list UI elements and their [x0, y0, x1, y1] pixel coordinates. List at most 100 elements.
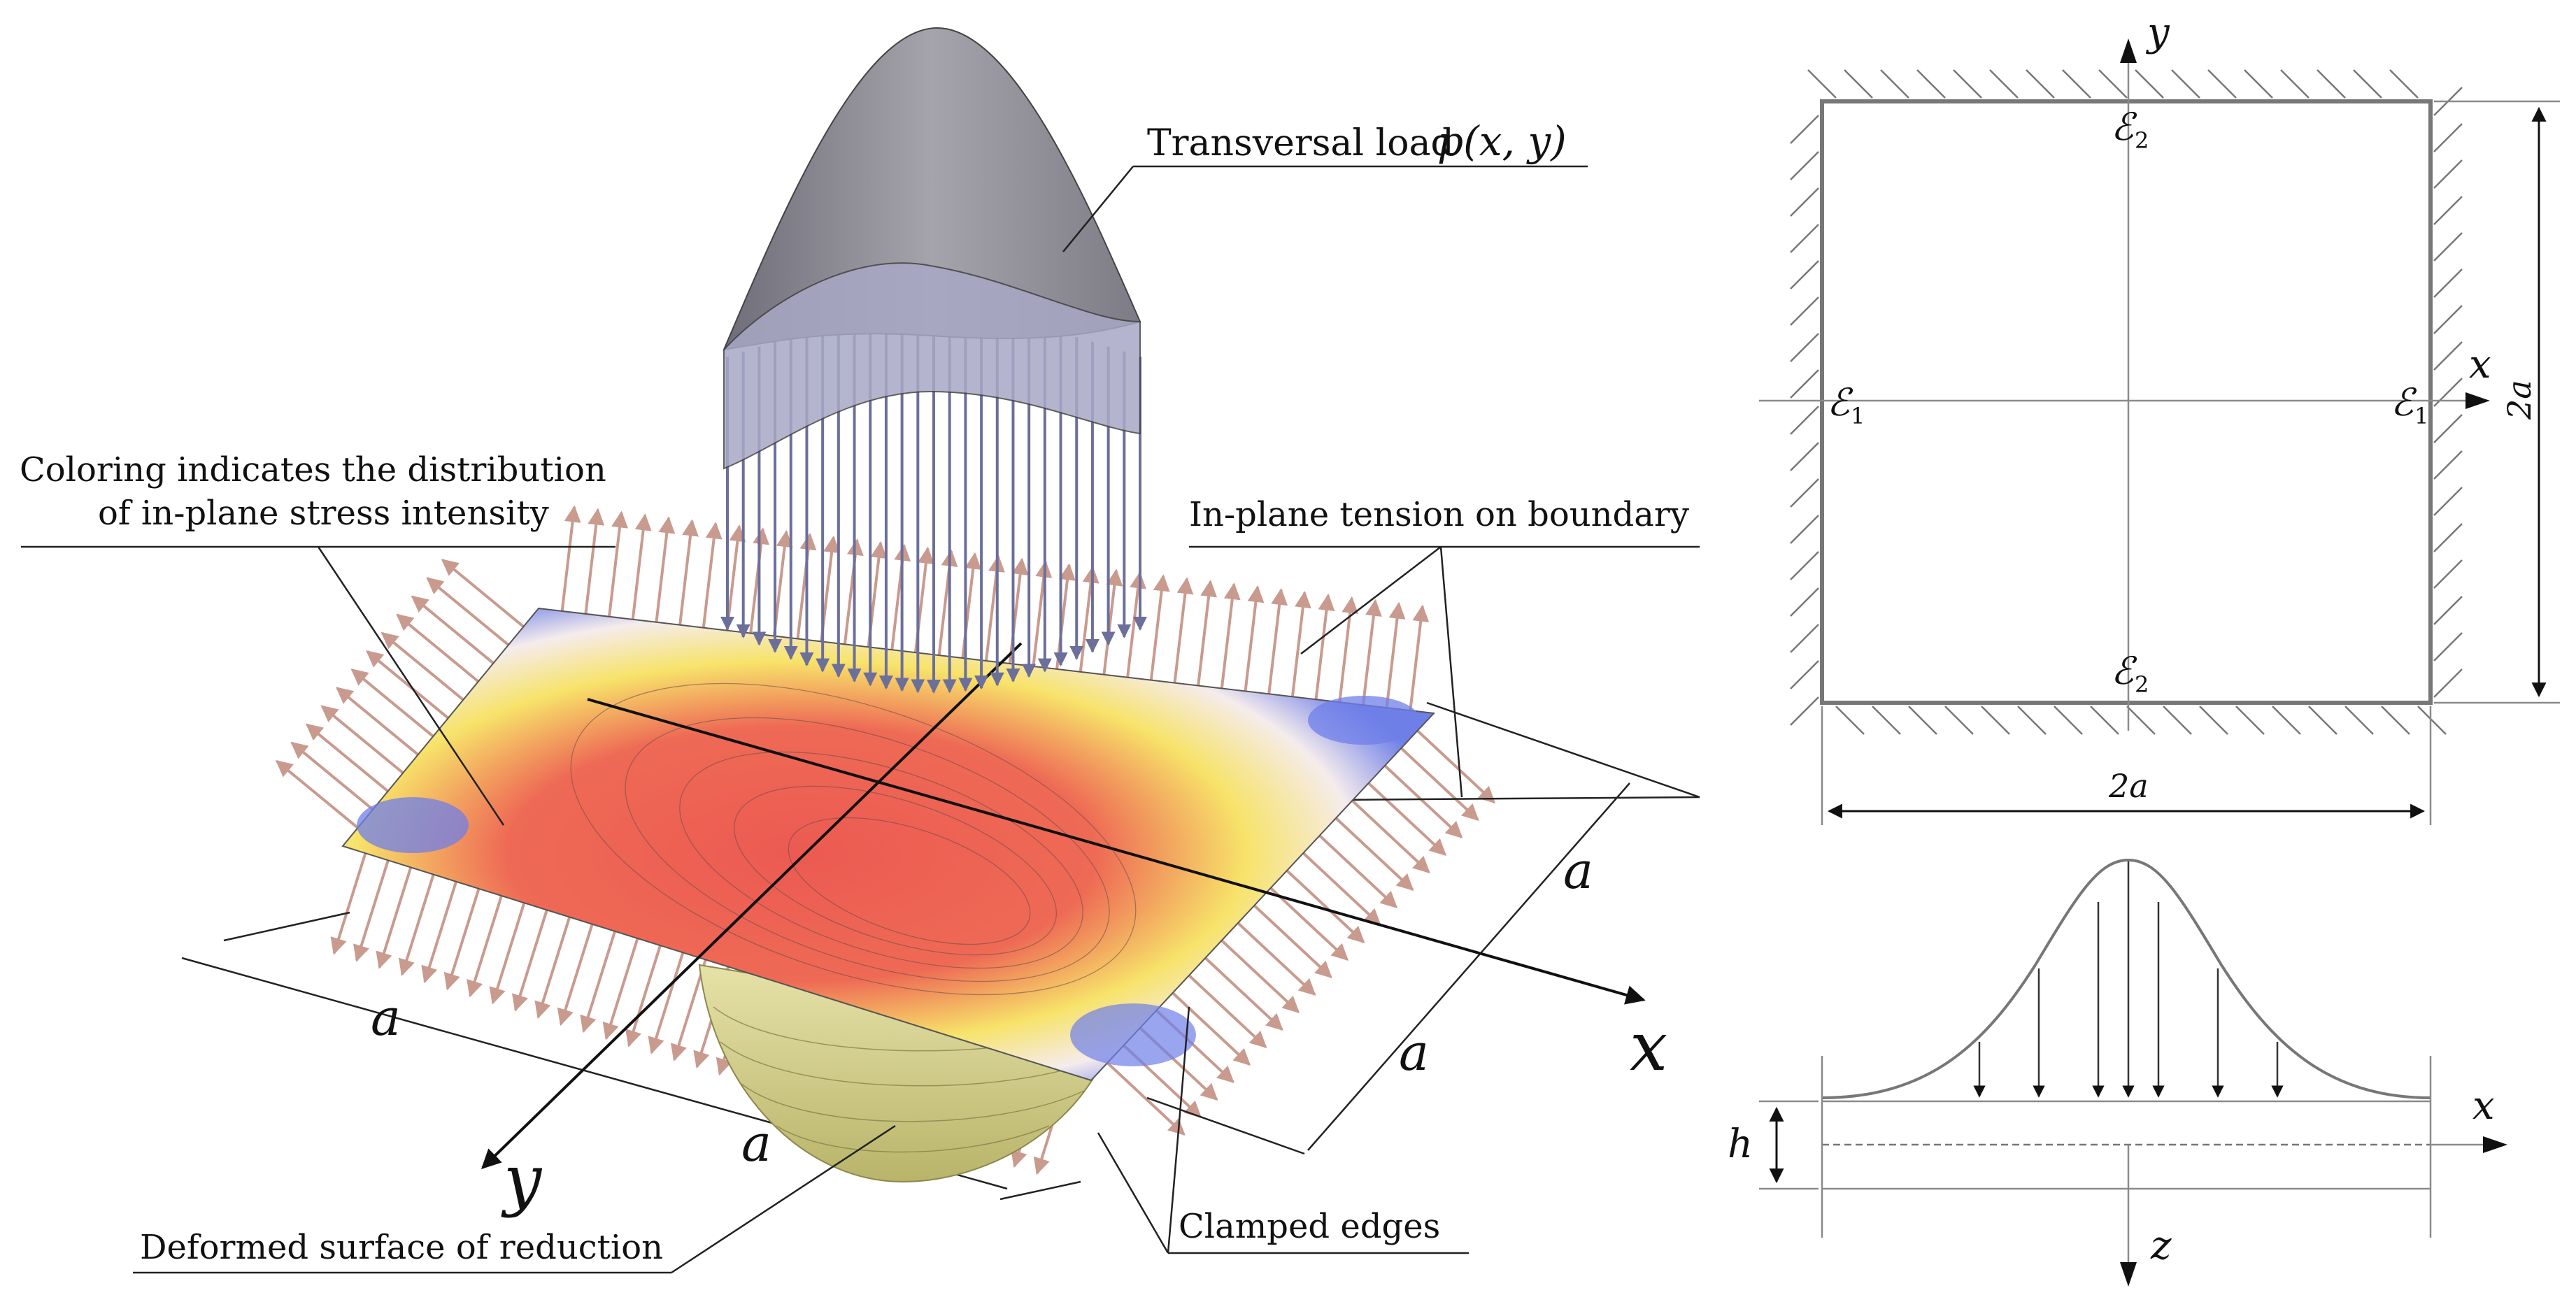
tension-arrow: [489, 902, 526, 1005]
tension-arrow: [1173, 577, 1194, 683]
tension-arrow: [749, 527, 770, 634]
hatch-line: [1790, 115, 1819, 144]
hatch-line: [1790, 151, 1819, 180]
plate-axis-y: [481, 642, 1023, 1169]
tension-arrow: [1102, 568, 1123, 675]
svg-text:ℰ: ℰ: [2111, 649, 2137, 693]
tension-arrow: [557, 924, 594, 1026]
svg-text:ℰ: ℰ: [1827, 380, 1853, 424]
tension-arrow: [1244, 585, 1265, 692]
tension-arrow: [1338, 596, 1359, 703]
hatch-line: [1844, 69, 1873, 99]
plate-axis-x: [587, 698, 1646, 1005]
tension-arrow: [320, 705, 404, 774]
epsilon-right: ℰ 1: [2391, 380, 2428, 429]
tension-arrow: [602, 938, 639, 1040]
svg-text:ℰ: ℰ: [2111, 105, 2137, 149]
hatch-line: [1790, 224, 1819, 253]
epsilon-top: ℰ 2: [2111, 105, 2149, 154]
thickness-label: h: [1728, 1122, 1753, 1167]
tension-arrow: [350, 668, 434, 738]
hatch-line: [1953, 69, 1982, 99]
tension-arrow: [1385, 601, 1406, 708]
tension-arrow: [426, 577, 510, 646]
hatch-line: [2163, 706, 2192, 735]
hatch-line: [2207, 69, 2237, 99]
tension-arrow: [1302, 852, 1381, 926]
hatch-line: [2244, 69, 2273, 99]
tension-arrow: [376, 866, 413, 969]
hatch-line: [1790, 515, 1819, 544]
axis-y-label-top: y: [2145, 10, 2170, 55]
hatch-line: [1790, 478, 1819, 508]
tension-arrow: [1172, 992, 1251, 1066]
tension-arrow: [1269, 887, 1349, 961]
coloring-label-line2: of in-plane stress intensity: [98, 494, 549, 533]
hatch-line: [2433, 341, 2463, 371]
tension-arrow: [1351, 799, 1430, 873]
hatch-line: [2135, 69, 2164, 99]
load-profile-arrows: [1973, 861, 2284, 1098]
hatch-line: [1790, 587, 1819, 617]
hatch-line: [1872, 706, 1901, 735]
tension-arrow: [467, 895, 503, 998]
dim-a-right-2: a: [1399, 1023, 1429, 1082]
hatch-line: [2199, 706, 2228, 735]
axis-z-label-bottom: z: [2150, 1223, 2172, 1268]
hatch-line: [1981, 706, 2010, 735]
hatch-line: [2433, 232, 2463, 262]
svg-text:2: 2: [2135, 127, 2149, 154]
tension-arrow: [512, 909, 548, 1012]
axis-x-label-bottom: x: [2472, 1083, 2495, 1129]
axis-x-label-top: x: [2469, 342, 2491, 387]
hatch-line: [1835, 706, 1865, 735]
epsilon-left: ℰ 1: [1827, 380, 1865, 429]
tension-arrow: [631, 513, 652, 620]
tension-arrow: [1253, 904, 1332, 978]
hatch-line: [1790, 696, 1819, 726]
hatch-line: [1790, 442, 1819, 471]
stress-low-spot: [1070, 1003, 1196, 1066]
tension-arrow: [396, 613, 480, 683]
tension-arrow: [275, 759, 359, 829]
hatch-line: [2433, 668, 2463, 698]
tension-arrow: [443, 888, 481, 991]
hatch-line: [2317, 69, 2346, 99]
load-surface-front: [723, 262, 1141, 470]
tension-arrow: [1055, 563, 1076, 670]
tension-arrow: [353, 859, 390, 962]
tension-arrow: [1220, 582, 1241, 689]
hatch-line: [2433, 123, 2463, 152]
tension-arrow: [1197, 580, 1218, 686]
hatch-line: [2433, 596, 2463, 625]
tension-arrow: [678, 519, 699, 625]
hatch-line: [1790, 187, 1819, 217]
leader-lines: [21, 165, 1700, 1274]
clamped-edges-label: Clamped edges: [1179, 1207, 1440, 1246]
tension-arrow: [1149, 574, 1170, 680]
tension-arrow: [411, 595, 494, 665]
hatch-line: [2433, 196, 2463, 225]
hatch-line: [1916, 69, 1946, 99]
tension-arrow: [366, 650, 450, 720]
plate-contours: [570, 682, 1137, 996]
tension-arrow: [380, 631, 464, 701]
hatch-line: [1989, 69, 2019, 99]
hatch-line: [2433, 159, 2463, 189]
tension-arrow: [648, 952, 685, 1054]
hatch-line: [1880, 69, 1909, 99]
tension-arrow: [1221, 939, 1300, 1013]
hatch-line: [2171, 69, 2200, 99]
left-figure: Transversal load p(x, y) Coloring indica…: [20, 27, 1700, 1274]
tension-arrow: [725, 524, 746, 631]
hatch-line: [2062, 69, 2091, 99]
hatch-line: [1790, 369, 1819, 399]
hatch-line: [1790, 551, 1819, 580]
hatch-line: [2417, 706, 2447, 735]
transversal-load-label: Transversal load: [1147, 122, 1454, 164]
hatch-line: [1790, 660, 1819, 689]
clamped-hatching: [1790, 69, 2463, 735]
tension-arrow: [1126, 571, 1146, 678]
hatch-line: [2235, 706, 2265, 735]
hatch-line: [2433, 487, 2463, 516]
